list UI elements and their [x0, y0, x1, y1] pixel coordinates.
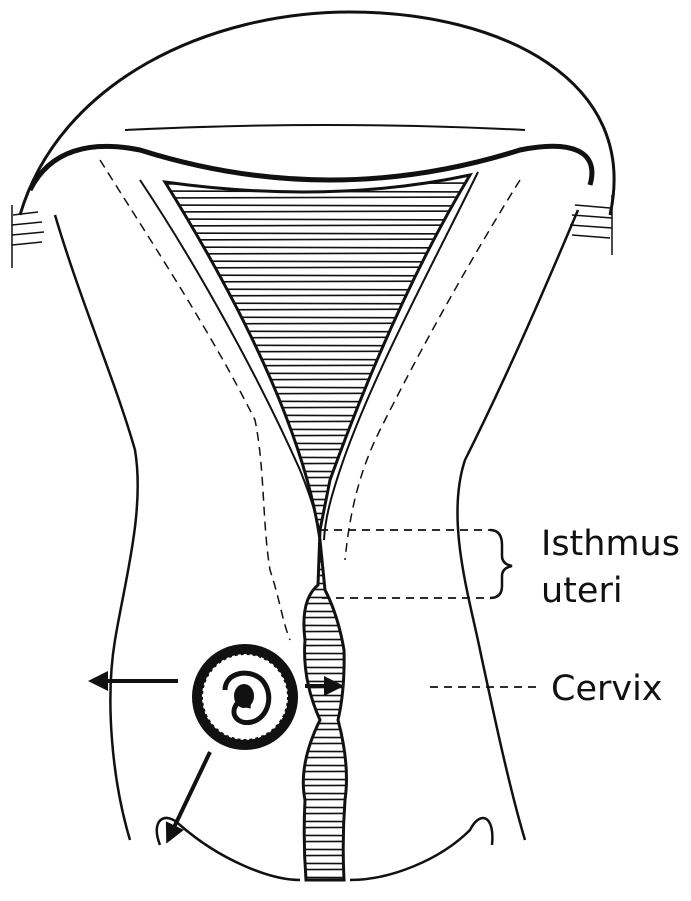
cavity-hatch-line [158, 317, 482, 318]
cavity-hatch-line [158, 359, 482, 360]
cavity-hatch-line [158, 779, 482, 780]
isthmus-label-line1: Isthmus [541, 527, 680, 562]
cavity-hatch-line [150, 785, 490, 786]
cavity-hatch-line [158, 841, 482, 842]
fundus-outline [20, 12, 614, 215]
cavity-hatch-line [158, 421, 482, 422]
cavity-hatch-line [150, 849, 490, 850]
cavity-hatch-line [154, 645, 486, 646]
cavity-hatch-line [158, 863, 482, 864]
cavity-hatch-line [158, 589, 482, 590]
cavity-hatch-line [150, 491, 490, 492]
left-tube-stub [12, 205, 44, 268]
cavity-hatch-line [158, 275, 482, 276]
cavity-hatch-line [158, 463, 482, 464]
cavity-hatch-line [150, 219, 490, 220]
cavity-hatch-line [150, 869, 490, 870]
cavity-hatch-line [154, 331, 486, 332]
cavity-hatch-line [158, 631, 482, 632]
right-fornix [350, 818, 492, 880]
cavity-hatch-line [150, 639, 490, 640]
cavity-hatch-line [154, 435, 486, 436]
cavity-hatch-line [150, 197, 490, 198]
cavity-hatch-line [150, 261, 490, 262]
cavity-hatch-line [150, 345, 490, 346]
cavity-hatch-line [154, 583, 486, 584]
cavity-hatch-line [158, 401, 482, 402]
cavity-hatch-line [150, 281, 490, 282]
cavity-hatch-line [154, 289, 486, 290]
cavity-hatch-line [154, 499, 486, 500]
cavity-hatch-line [158, 799, 482, 800]
right-inner-wall [324, 172, 478, 540]
cavity-hatch-line [158, 737, 482, 738]
fundus-inner-line [125, 125, 525, 130]
cavity-hatch-line [150, 449, 490, 450]
cavity-hatch-line [150, 365, 490, 366]
left-outer-wall [55, 215, 138, 840]
cavity-hatch-line [154, 813, 486, 814]
cavity-hatch-line [154, 625, 486, 626]
cavity-hatch-line [150, 807, 490, 808]
cavity-hatch-line [154, 457, 486, 458]
cavity-hatch-line [150, 743, 490, 744]
cavity-hatch-line [154, 877, 486, 878]
cavity-hatch-line [154, 183, 486, 184]
cavity-hatch-line [154, 477, 486, 478]
cavity-hatch-line [150, 303, 490, 304]
cavity-hatch-line [154, 771, 486, 772]
cavity-hatch-line [154, 415, 486, 416]
cavity-hatch-line [150, 765, 490, 766]
cavity-hatch-line [150, 659, 490, 660]
cavity-hatch-line [150, 429, 490, 430]
cavity-hatch-line [150, 513, 490, 514]
cavity-hatch-line [158, 233, 482, 234]
cavity-hatch-line [154, 393, 486, 394]
cavity-hatch-line [154, 309, 486, 310]
cavity-hatch-line [154, 751, 486, 752]
right-tube-stub [570, 195, 612, 255]
cavity-hatch-line [154, 205, 486, 206]
cavity-hatch-line [154, 603, 486, 604]
cavity-hatch-line [150, 827, 490, 828]
cavity-hatch-line [158, 505, 482, 506]
cavity-hatch-line [158, 443, 482, 444]
cavity-hatch-line [158, 337, 482, 338]
cavity-hatch-line [150, 471, 490, 472]
left-fornix [157, 818, 300, 880]
cervix-label: Cervix [551, 672, 663, 707]
cavity-hatch-line [158, 295, 482, 296]
cavity-hatch-line [158, 653, 482, 654]
cavity-hatch-line [154, 793, 486, 794]
cavity-hatch-line [154, 835, 486, 836]
cavity-hatch-line [150, 617, 490, 618]
isthmus-label-line2: uteri [541, 574, 623, 609]
down-left-arrow [168, 752, 210, 840]
cavity-hatch-line [154, 519, 486, 520]
cavity-roof [30, 146, 592, 190]
cavity-hatch-line [154, 351, 486, 352]
cavity-hatch-line [158, 379, 482, 380]
cavity-hatch-line [154, 373, 486, 374]
cavity-hatch-line [158, 211, 482, 212]
cavity-hatch-line [158, 611, 482, 612]
cavity-hatch-line [150, 575, 490, 576]
cavity-hatch-line [150, 323, 490, 324]
cavity-hatch-line [154, 225, 486, 226]
cavity-hatch-line [154, 267, 486, 268]
cavity-hatch-line [158, 485, 482, 486]
cavity-hatch-line [158, 821, 482, 822]
cavity-hatch-line [150, 407, 490, 408]
cavity-hatch-line [150, 387, 490, 388]
implanted-ovum [192, 644, 298, 750]
isthmus-brace [490, 530, 512, 598]
